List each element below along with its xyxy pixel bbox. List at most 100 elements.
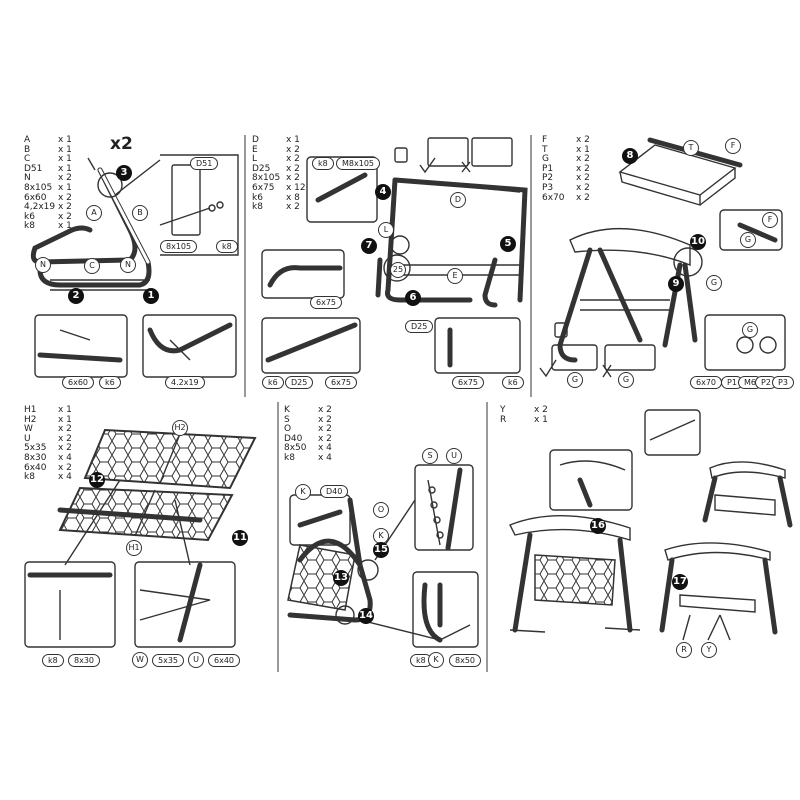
label-s: S [422,448,438,464]
part-qty: x 1 [58,144,72,155]
tag-8x50: 8x50 [449,654,482,667]
label-y: Y [701,642,717,658]
part-code: C [24,154,31,165]
label-f-inset: F [762,212,778,228]
tag-8x105: 8x105 [160,240,198,253]
part-qty: x 2 [318,433,332,444]
part-qty: x 2 [576,182,590,193]
part-qty: x 2 [58,462,72,473]
step-11: 11 [232,530,248,546]
tag-p3: P3 [772,376,794,389]
part-qty: x 2 [318,424,332,435]
part-qty: x 2 [576,135,590,145]
tag-4.2x19: 4.2x19 [165,376,205,389]
part-qty: x 1 [58,405,72,415]
part-code: D40 [284,433,303,444]
tag-d25-a: D25 [405,320,434,333]
divider-top-1 [244,135,246,397]
part-code: 8x30 [24,452,47,463]
divider-bottom-2 [486,402,488,672]
part-code: O [284,424,292,435]
part-code: 8x105 [252,173,281,184]
tag-k6-a: k6 [262,376,284,389]
part-qty: x 2 [58,443,72,454]
part-qty: x 2 [286,163,300,174]
part-code: R [500,414,507,425]
step-15: 15 [373,542,389,558]
step-5: 5 [500,236,516,252]
part-qty: x 2 [58,433,72,444]
part-qty: x 1 [58,135,72,145]
part-code: k8 [252,202,263,213]
part-row: D40 x 2 [284,433,348,445]
tag-6x75-b: 6x75 [325,376,358,389]
part-qty: x 2 [286,144,300,155]
part-code: P2 [542,173,554,184]
step-8: 8 [622,148,638,164]
part-code: S [284,414,290,425]
tag-6x40: 6x40 [208,654,241,667]
step-17: 17 [672,574,688,590]
part-code: N [24,173,31,184]
label-k-inset: K [295,484,311,500]
step-7: 7 [361,238,377,254]
label-h2: H2 [172,420,188,436]
label-c: C [84,258,100,274]
part-qty: x 2 [576,173,590,184]
part-qty: x 1 [58,414,72,425]
part-code: 8x105 [24,182,53,193]
part-code: k8 [284,452,295,463]
label-n-right: N [120,257,136,273]
tag-6x75-a: 6x75 [310,296,343,309]
tag-k8-p2: k8 [312,157,334,170]
part-qty: x 2 [286,154,300,165]
part-qty: x 1 [58,154,72,165]
part-code: D51 [24,163,43,174]
multiplier: x2 [110,134,133,154]
part-code: P1 [542,163,554,174]
part-qty: x 4 [318,443,332,454]
step-3: 3 [116,165,132,181]
tag-8x30: 8x30 [68,654,101,667]
step-12: 12 [89,472,105,488]
label-g-frame: G [706,275,722,291]
divider-bottom-1 [277,402,279,672]
part-code: H2 [24,414,37,425]
part-qty: x 2 [534,405,548,415]
label-u-p5: U [446,448,462,464]
part-qty: x 2 [58,424,72,435]
step-16: 16 [590,518,606,534]
